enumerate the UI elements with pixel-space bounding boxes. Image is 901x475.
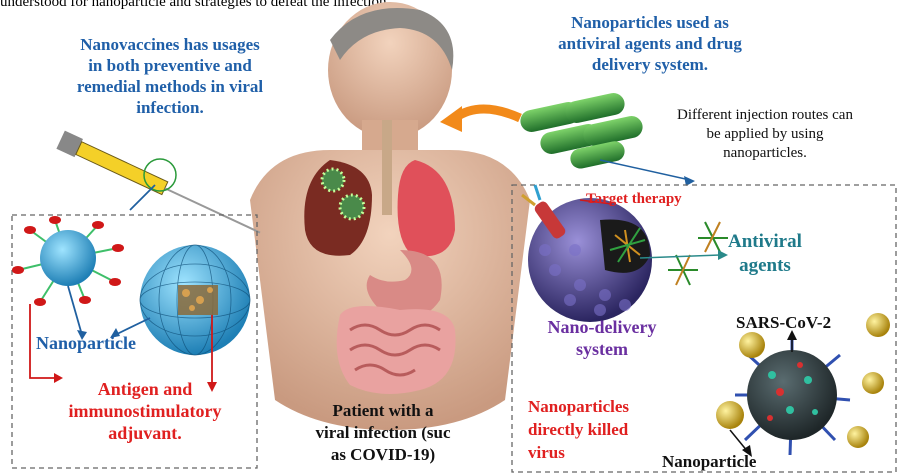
delivery-line-2: system: [522, 338, 682, 360]
antigen-line-2: immunostimulatory: [30, 400, 260, 422]
patient-line-2: viral infection (suc: [278, 422, 488, 444]
antiviral-agent-icon: [640, 222, 728, 285]
injection-routes-text: Different injection routes can be applie…: [630, 106, 900, 163]
injection-line-1: Different injection routes can: [630, 106, 900, 125]
nanoparticle-label-right: Nanoparticle: [662, 452, 756, 472]
nano-delivery-label: Nano-delivery system: [522, 316, 682, 360]
antiviral-heading-line-3: delivery system.: [520, 54, 780, 75]
antigen-line-1: Antigen and: [30, 378, 260, 400]
killed-line-1: Nanoparticles: [528, 395, 629, 418]
target-therapy-label: Target therapy: [586, 191, 682, 208]
antiviral-heading: Nanoparticles used as antiviral agents a…: [520, 12, 780, 75]
patient-line-1: Patient with a: [278, 400, 488, 422]
patient-line-3: as COVID-19): [278, 444, 488, 466]
nanovaccine-heading-line-1: Nanovaccines has usages: [20, 34, 320, 55]
syringe-icon: [56, 131, 264, 242]
injection-line-2: be applied by using: [630, 125, 900, 144]
delivery-line-1: Nano-delivery: [522, 316, 682, 338]
nanoparticle-spiked-icon: [12, 216, 124, 306]
killed-line-2: directly killed: [528, 418, 629, 441]
nanovaccine-heading-line-2: in both preventive and: [20, 55, 320, 76]
antiviral-heading-line-2: antiviral agents and drug: [520, 33, 780, 54]
patient-caption: Patient with a viral infection (suc as C…: [278, 400, 488, 466]
antiviral-line-1: Antiviral: [728, 230, 802, 254]
killed-virus-text: Nanoparticles directly killed virus: [528, 395, 629, 464]
antiviral-heading-line-1: Nanoparticles used as: [520, 12, 780, 33]
killed-line-3: virus: [528, 441, 629, 464]
nanovaccine-heading-line-3: remedial methods in viral: [20, 76, 320, 97]
nanoparticle-label-left: Nanoparticle: [36, 333, 136, 354]
orange-arrow: [440, 106, 520, 132]
sars-cov-2-label: SARS-CoV-2: [736, 313, 831, 333]
injection-line-3: nanoparticles.: [630, 144, 900, 163]
antiviral-line-2: agents: [728, 254, 802, 278]
nanovaccine-heading-line-4: infection.: [20, 97, 320, 118]
antigen-text: Antigen and immunostimulatory adjuvant.: [30, 378, 260, 444]
antigen-line-3: adjuvant.: [30, 422, 260, 444]
nanovaccine-heading: Nanovaccines has usages in both preventi…: [20, 34, 320, 118]
nanoparticle-mesh-icon: [140, 245, 250, 355]
antiviral-agents-label: Antiviral agents: [728, 230, 802, 278]
